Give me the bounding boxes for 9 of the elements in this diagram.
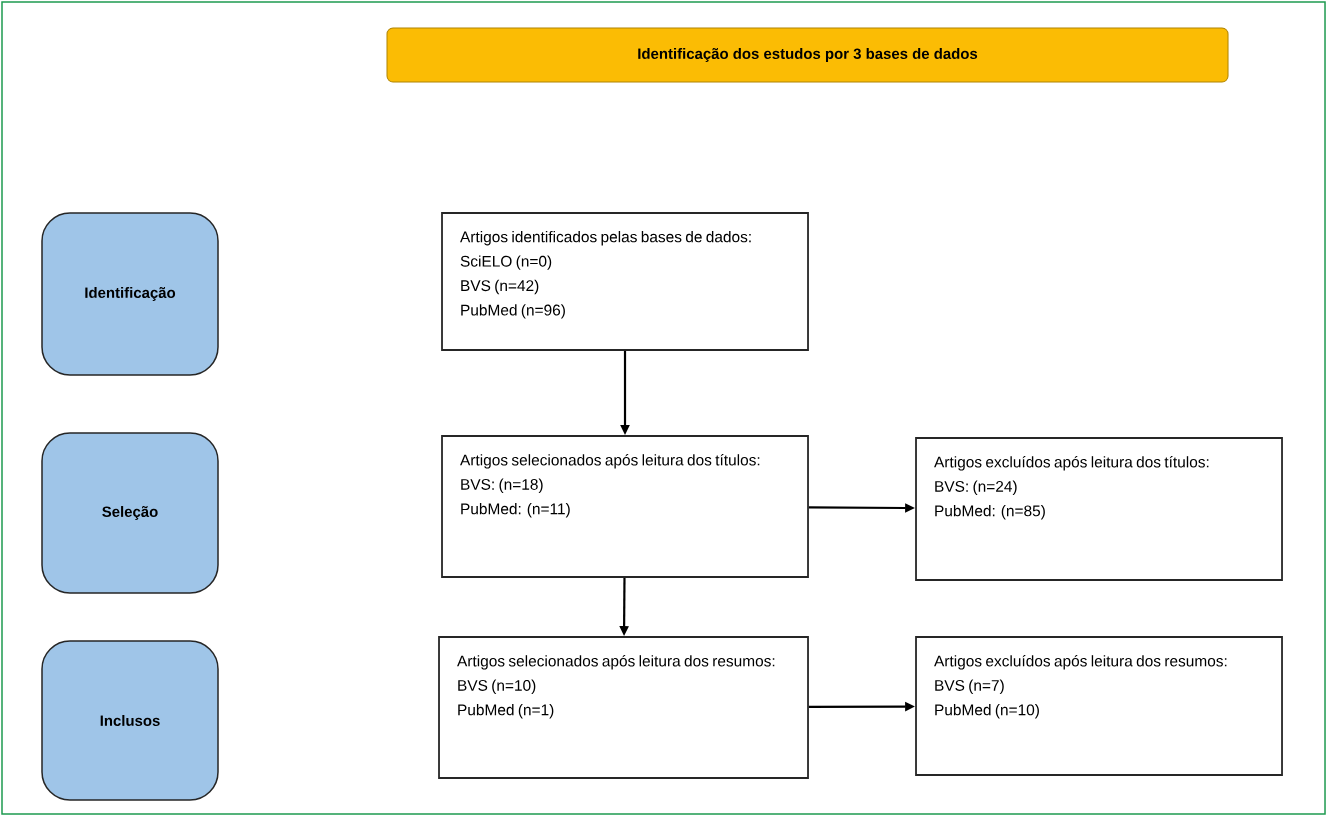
process-box: Artigos selecionados após leitura dos resumos: BVS (n=10) PubMed (n=1) (438, 636, 809, 779)
process-box: Artigos selecionados após leitura dos títulos: BVS: (n=18) PubMed: (n=11) (441, 435, 809, 578)
stage-box: Inclusos (41, 640, 219, 801)
process-box: Artigos identificados pelas bases de dados: SciELO (n=0) BVS (n=42) PubMed (n=96) (441, 212, 809, 351)
process-box: Artigos excluídos após leitura dos resumos: BVS (n=7) PubMed (n=10) (915, 636, 1283, 776)
title-banner: Identificação dos estudos por 3 bases de dados (386, 27, 1229, 83)
stage-box: Seleção (41, 432, 219, 594)
process-box: Artigos excluídos após leitura dos títulos: BVS: (n=24) PubMed: (n=85) (915, 437, 1283, 581)
stage-box: Identificação (41, 212, 219, 376)
